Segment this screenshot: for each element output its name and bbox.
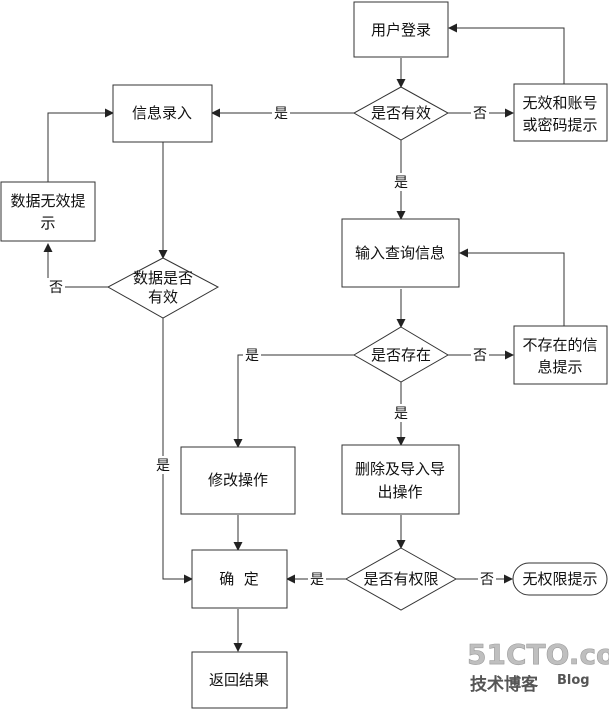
- edge-labels: 是 否 是 否 是 是 否 是 是 否: [47, 104, 496, 588]
- data-valid-check-line-2: 有效: [148, 288, 178, 306]
- label-data-yes: 是: [156, 458, 170, 474]
- invalid-prompt-line-1: 无效和账号: [522, 94, 597, 112]
- label-perm-yes: 是: [310, 572, 324, 588]
- node-confirm: 确 定: [191, 549, 288, 609]
- watermark-brand: 51CTO.com: [467, 638, 609, 671]
- node-return-result: 返回结果: [191, 651, 288, 709]
- node-info-entry: 信息录入: [112, 84, 213, 143]
- label-data-no: 否: [49, 280, 63, 296]
- data-invalid-prompt-line-1: 数据无效提: [10, 192, 85, 210]
- return-result-text: 返回结果: [209, 671, 269, 689]
- exists-check-text: 是否存在: [371, 346, 431, 364]
- invalid-prompt-line-2: 或密码提示: [522, 116, 597, 134]
- not-exist-prompt-line-1: 不存在的信: [522, 336, 597, 354]
- query-input-text: 输入查询信息: [355, 244, 445, 262]
- edge-invalid-prompt-to-login: [448, 23, 565, 84]
- node-no-permission-prompt: 无权限提示: [512, 562, 608, 596]
- label-exists-yes-down: 是: [394, 406, 408, 422]
- node-data-invalid-prompt: 数据无效提 示: [0, 181, 96, 242]
- node-query-input: 输入查询信息: [341, 218, 460, 288]
- node-data-valid-check: 数据是否 有效: [106, 257, 220, 319]
- not-exist-prompt-line-2: 息提示: [537, 358, 582, 376]
- edge-exists-to-modify: [233, 354, 354, 448]
- edge-data-check-to-confirm: [162, 318, 193, 584]
- login-text: 用户登录: [371, 21, 431, 39]
- node-exists-check: 是否存在: [353, 326, 449, 383]
- no-permission-prompt-text: 无权限提示: [522, 570, 597, 588]
- node-login: 用户登录: [353, 1, 449, 58]
- edge-not-exist-to-query: [459, 248, 565, 326]
- label-valid-yes-left: 是: [274, 106, 288, 122]
- node-not-exist-prompt: 不存在的信 息提示: [513, 325, 608, 385]
- node-delete-io-op: 删除及导入导 出操作: [341, 444, 460, 515]
- edge-data-invalid-prompt-to-info-entry: [47, 108, 114, 182]
- watermark-logo: 51CTO.com 技术博客 Blog: [467, 638, 609, 695]
- watermark-blog: Blog: [557, 673, 590, 688]
- modify-op-text: 修改操作: [208, 471, 268, 489]
- node-permission-check: 是否有权限: [344, 547, 458, 611]
- watermark-subtitle: 技术博客: [470, 674, 539, 695]
- label-perm-no: 否: [480, 572, 494, 588]
- node-modify-op: 修改操作: [180, 446, 296, 515]
- label-exists-yes: 是: [245, 348, 259, 364]
- node-invalid-prompt: 无效和账号 或密码提示: [513, 83, 608, 142]
- permission-check-text: 是否有权限: [363, 570, 438, 588]
- confirm-text: 确 定: [219, 570, 259, 588]
- info-entry-text: 信息录入: [132, 104, 192, 122]
- label-exists-no: 否: [473, 348, 487, 364]
- delete-io-op-line-1: 删除及导入导: [355, 460, 445, 478]
- delete-io-op-line-2: 出操作: [377, 483, 422, 501]
- label-valid-yes-down: 是: [394, 175, 408, 191]
- data-invalid-prompt-line-2: 示: [40, 214, 55, 232]
- data-valid-check-line-1: 数据是否: [133, 269, 193, 287]
- node-valid-check: 是否有效: [352, 86, 450, 141]
- valid-check-text: 是否有效: [371, 104, 431, 122]
- label-valid-no: 否: [473, 106, 487, 122]
